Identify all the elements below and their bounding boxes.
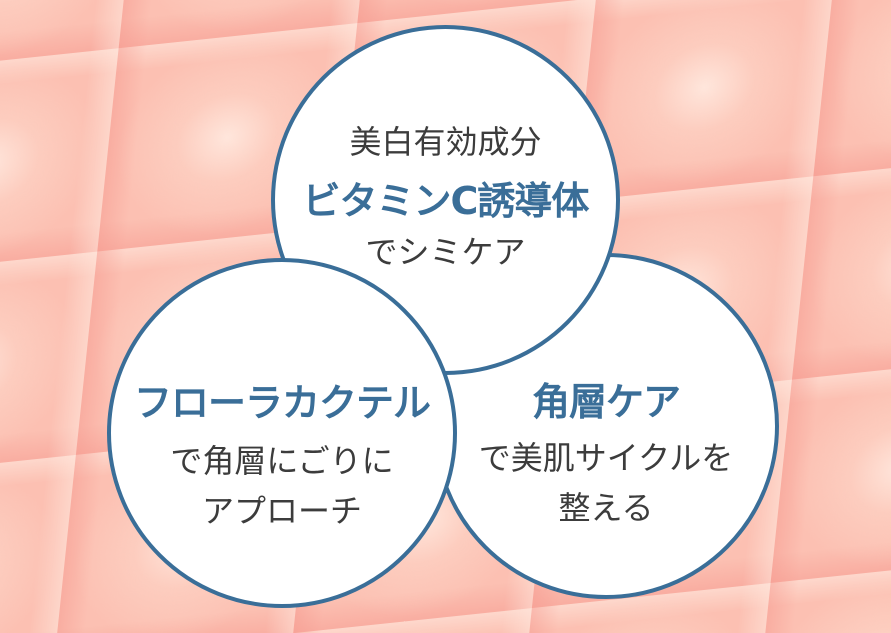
circle-headline: フローラカクテル — [133, 381, 431, 425]
circle-line: でシミケア — [365, 233, 526, 271]
circle-line: で美肌サイクルを — [478, 439, 734, 477]
circle-line: 整える — [558, 489, 654, 527]
circle-headline: ビタミンC誘導体 — [302, 179, 590, 223]
circle-line: アプローチ — [201, 492, 362, 530]
circle-line: 美白有効成分 — [349, 123, 542, 161]
circle-headline: 角層ケア — [531, 380, 681, 424]
circle-flora-cocktail: フローラカクテル で角層にごりに アプローチ — [107, 258, 457, 608]
circle-line: で角層にごりに — [170, 442, 394, 480]
